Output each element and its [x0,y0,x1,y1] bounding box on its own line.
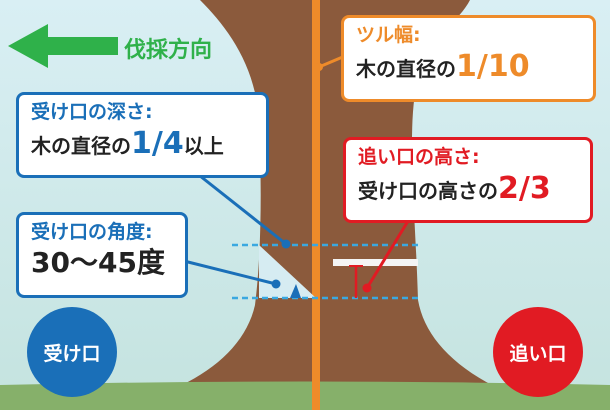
backcut-height-box: 追い口の高さ: 受け口の高さの2/3 [343,137,593,223]
undercut-depth-suffix: 以上 [183,133,224,158]
hinge-width-box: ツル幅: 木の直径の1/10 [341,15,596,102]
depth-leader-dot [281,239,291,249]
undercut-depth-prefix: 木の直径の [31,133,131,158]
angle-marker [290,284,301,298]
depth-leader [189,166,287,246]
undercut-depth-value: 1/4 [131,125,184,161]
angle-leader-dot [271,279,281,289]
hinge-value: 1/10 [456,48,530,84]
height-leader-dot [362,283,372,293]
undercut-angle-value: 30〜45 [31,245,137,279]
backcut-height-value: 2/3 [498,170,551,206]
backcut-height-title: 追い口の高さ: [358,146,480,168]
backcut-kerf [333,259,418,266]
hinge-title: ツル幅: [356,24,421,46]
backcut-height-prefix: 受け口の高さの [358,178,498,203]
felling-direction-label: 伐採方向 [124,38,213,63]
tree-trunk [135,0,525,410]
undercut-angle-box: 受け口の角度: 30〜45度 [16,212,188,298]
hinge-leader-dot [315,63,323,71]
undercut-angle-suffix: 度 [136,245,165,279]
backcut-badge: 追い口 [493,307,583,397]
angle-leader [179,258,277,286]
hinge-leader [318,54,346,69]
undercut-depth-box: 受け口の深さ: 木の直径の1/4以上 [16,92,269,178]
arrow-left-icon [8,24,118,68]
hinge-prefix: 木の直径の [356,56,456,81]
ground [0,381,610,410]
undercut-depth-title: 受け口の深さ: [31,101,153,123]
undercut-angle-title: 受け口の角度: [31,221,153,243]
undercut-badge: 受け口 [27,307,117,397]
